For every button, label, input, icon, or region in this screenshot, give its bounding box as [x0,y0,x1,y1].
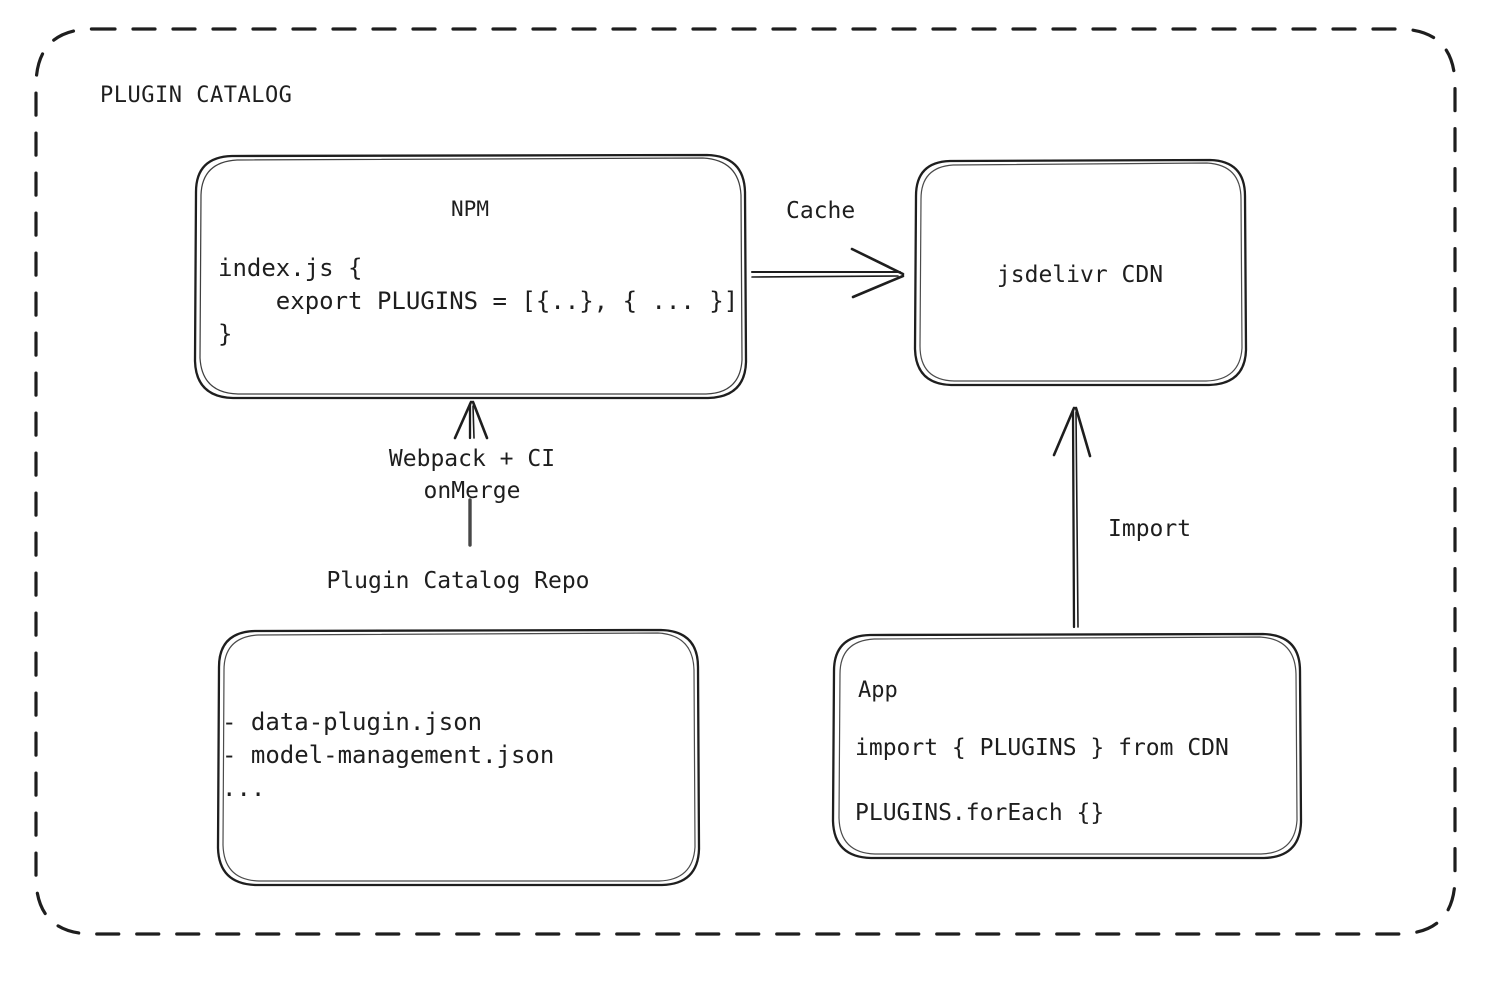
app-node-code-line-2: PLUGINS.forEach {} [855,800,1105,826]
group-container-title: PLUGIN CATALOG [100,83,293,108]
edge-app-to-cdn-arrow [1052,406,1092,629]
npm-node-title: NPM [451,197,489,221]
repo-node-external-label: Plugin Catalog Repo [326,568,590,594]
cdn-node-title: jsdelivr CDN [996,262,1164,288]
repo-node-file-list: - data-plugin.json - model-management.js… [222,708,555,803]
edge-label-cache: Cache [786,198,856,224]
edge-label-import: Import [1108,516,1192,542]
edge-label-webpack-ci: Webpack + CI onMerge [388,446,556,504]
edge-npm-to-cdn-arrow [750,247,905,299]
npm-node-code: index.js { export PLUGINS = [{..}, { ...… [218,254,739,349]
app-node-code-line-1: import { PLUGINS } from CDN [855,735,1229,761]
app-node-title: App [858,678,898,703]
